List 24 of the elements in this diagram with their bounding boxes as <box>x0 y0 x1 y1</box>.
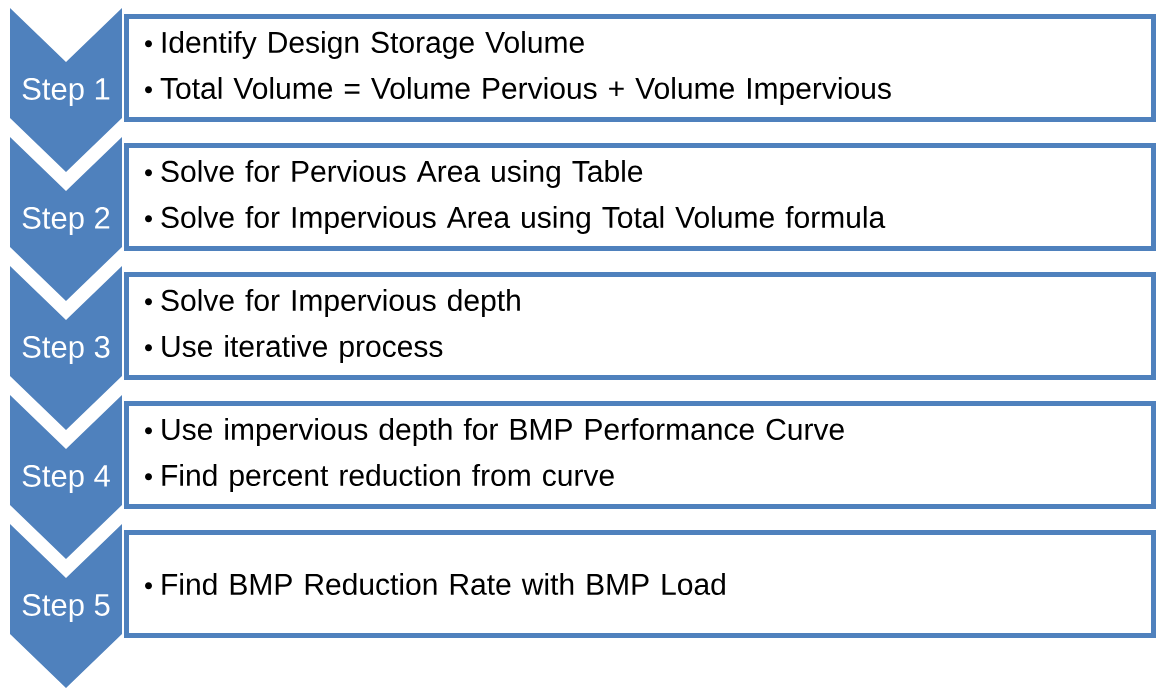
bullet-text: Find percent reduction from curve <box>162 464 614 492</box>
step-box <box>124 530 1156 638</box>
step-box <box>124 14 1156 122</box>
node-label: Step 3 <box>22 335 110 365</box>
step-tab: Step 1 <box>10 8 122 172</box>
node-label: Step 2 <box>22 206 110 236</box>
step-box <box>124 401 1156 509</box>
step-tab: Step 4 <box>10 395 122 559</box>
bullet-text: Use iterative process <box>162 335 443 363</box>
bullet-text: Identify Design Storage Volume <box>162 31 584 59</box>
step-tab: Step 5 <box>10 524 122 688</box>
node-label: Step 1 <box>22 77 110 107</box>
node-label: Step 5 <box>22 593 110 623</box>
bullet-text: Find BMP Reduction Rate with BMP Load <box>162 573 725 596</box>
node-label: Step 4 <box>22 464 110 494</box>
step-box <box>124 272 1156 380</box>
step-tab: Step 2 <box>10 137 122 301</box>
step-box <box>124 143 1156 251</box>
bullet-text: Total Volume = Volume Pervious + Volume Impervious <box>160 77 891 105</box>
bullet-text: Use impervious depth for BMP Performance Curve <box>162 418 844 446</box>
bullet-text: Solve for Impervious depth <box>161 289 520 317</box>
step-tab: Step 3 <box>10 266 122 430</box>
bullet-text: Solve for Pervious Area using Table <box>161 160 643 188</box>
bullet-text: Solve for Impervious Area using Total Volume formula <box>161 206 886 234</box>
